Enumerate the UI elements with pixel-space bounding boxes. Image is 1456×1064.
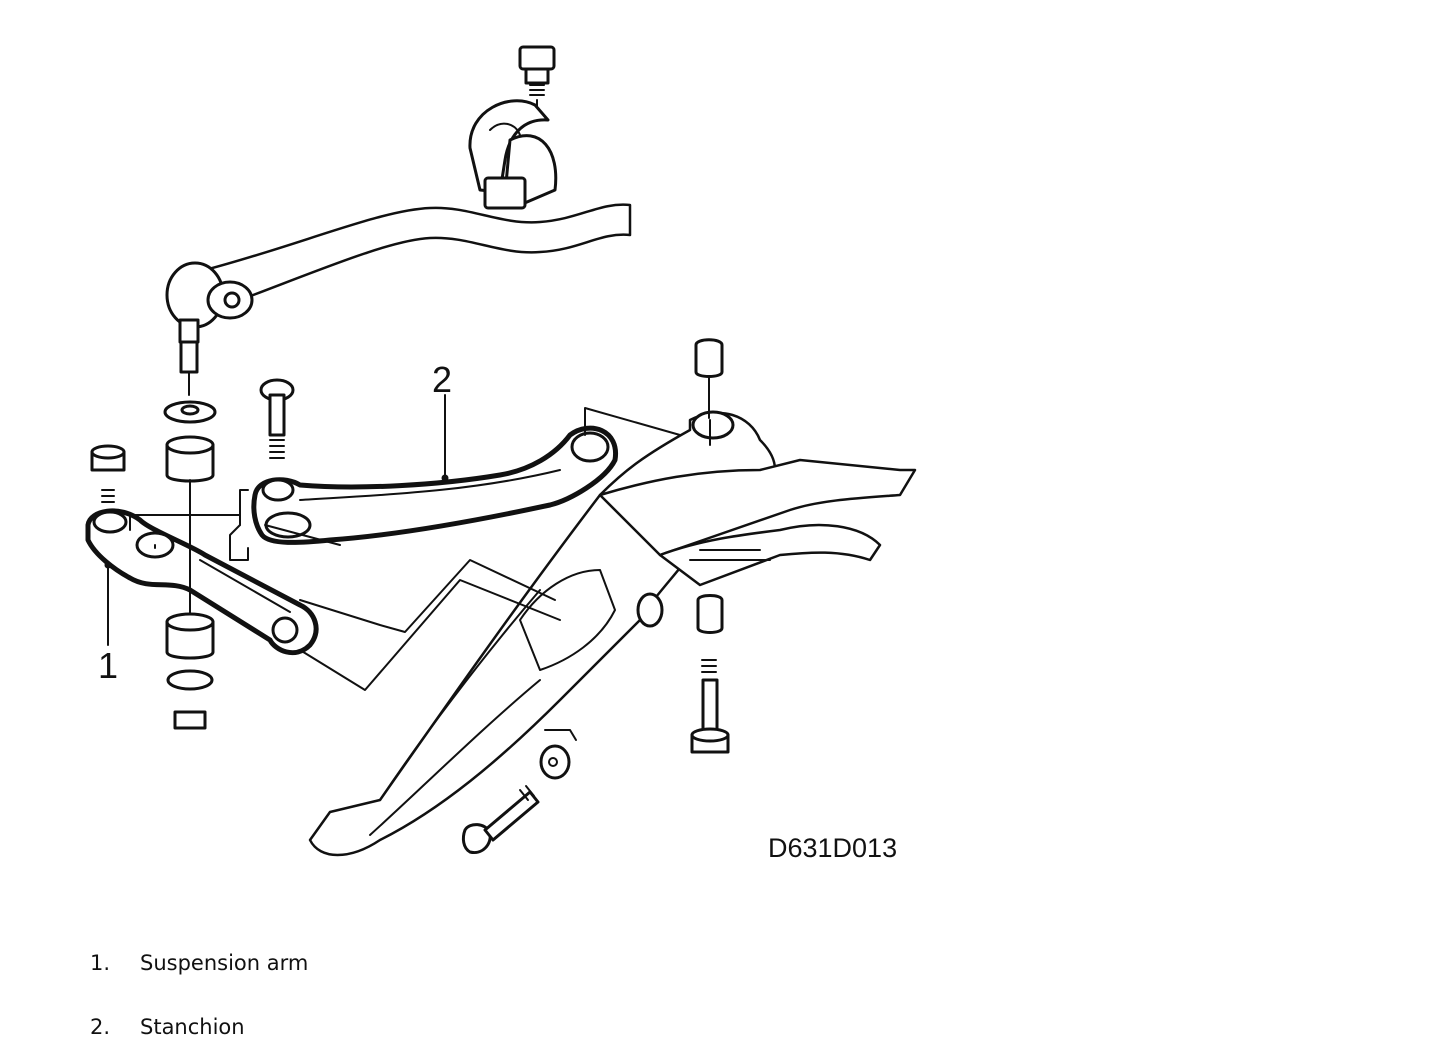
drop-link bbox=[165, 261, 254, 396]
bushing-clamp bbox=[468, 99, 558, 210]
legend-number: 1. bbox=[90, 951, 111, 975]
stanchion-bolt bbox=[259, 378, 295, 459]
figure-id-label: D631D013 bbox=[768, 833, 897, 863]
subframe-hardware bbox=[690, 338, 730, 754]
leader-lines bbox=[104, 394, 449, 646]
assembly-lines bbox=[129, 407, 711, 741]
callout-1: 1 bbox=[98, 645, 118, 686]
suspension-exploded-diagram: 2 1 D631D013 bbox=[85, 45, 917, 863]
lower-bolt bbox=[461, 744, 571, 855]
legend-label: Stanchion bbox=[140, 1015, 245, 1039]
subframe bbox=[308, 410, 917, 857]
link-hardware bbox=[163, 400, 217, 730]
callout-2: 2 bbox=[432, 359, 452, 400]
legend-number: 2. bbox=[90, 1015, 111, 1039]
clamp-bolt bbox=[518, 45, 556, 116]
legend-label: Suspension arm bbox=[140, 951, 309, 975]
stabilizer-bar bbox=[203, 203, 632, 302]
arm-nut bbox=[90, 444, 126, 503]
stanchion-arm bbox=[251, 425, 618, 545]
